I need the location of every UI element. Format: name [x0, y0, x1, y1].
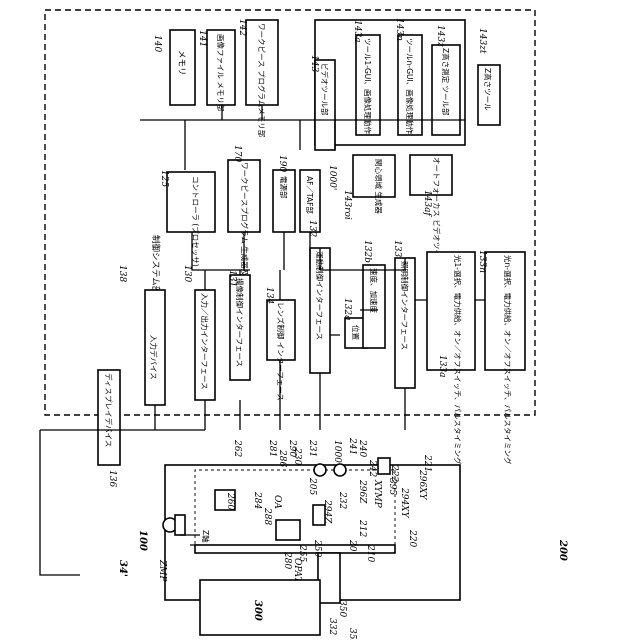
memory-ref: 140 — [152, 35, 162, 52]
ref-262: 262 — [232, 439, 242, 457]
ref-296xy: 296XY — [417, 469, 427, 501]
ref-1000: 1000 — [332, 440, 342, 463]
ref-oa: OA — [272, 495, 282, 509]
roi-box — [353, 155, 395, 197]
display-device-label: ディスプレイデバイス — [104, 373, 114, 447]
imaging-control-label: 撮像制御インターフェース — [235, 278, 245, 367]
ref-220: 220 — [407, 529, 417, 547]
base-body-ref: 300 — [252, 600, 263, 621]
light-source-2-icon — [314, 464, 326, 476]
objective-icon — [313, 505, 325, 525]
ref-288: 288 — [262, 507, 272, 525]
ref-242: 242 — [367, 459, 377, 477]
tooln-ref: 143n — [394, 18, 404, 41]
xy-motor-icon — [378, 458, 390, 474]
ref-355: 355 — [347, 628, 357, 640]
z-height-tool-label: Z高さツール — [483, 68, 493, 111]
z-height-measure-label: Z高さ測定 ツール部 — [441, 48, 451, 116]
ref-296z: 296Z — [357, 479, 367, 504]
stage-plate — [195, 545, 395, 553]
ref-281: 281 — [267, 439, 277, 457]
display-device-ref: 136 — [107, 470, 117, 487]
lightn-label: 光n-選択、電力供給、オン／オフスイッチ、パルスタイミング — [503, 255, 513, 465]
tool1-ref: 143a — [352, 20, 362, 43]
ref-100: 100 — [137, 530, 148, 551]
turret-icon — [276, 520, 300, 540]
light-source-icon — [334, 464, 346, 476]
ref-xymp: XYMP — [372, 479, 382, 509]
roi-label: 関心領域 生成器 — [374, 159, 384, 214]
ref-212: 212 — [357, 519, 367, 537]
input-device-ref: 138 — [117, 265, 127, 282]
ref-294xy: 294XY — [399, 487, 409, 519]
ref-20: 20 — [347, 539, 357, 552]
io-interface-label: 入力／出力インターフェース — [200, 293, 210, 390]
z-height-measure-ref: 143z — [435, 25, 445, 47]
power-ref: 190 — [277, 155, 287, 172]
power-label: 電源部 — [279, 176, 289, 199]
control-system-title: 制御システム部 — [150, 235, 161, 295]
display-line — [40, 430, 205, 575]
ref-240: 240 — [357, 439, 367, 457]
ref-221: 221 — [422, 454, 432, 472]
ref-286: 286 — [277, 449, 287, 467]
speed-ref: 132b — [362, 240, 372, 263]
lighting-control-label: 照明制御インターフェース — [400, 261, 410, 350]
position-ref: 132a — [342, 298, 352, 321]
ref-260: 260 — [225, 492, 235, 510]
position-label: 位置 — [351, 325, 361, 340]
af-taf-label: AF／TAF部 — [305, 176, 315, 214]
z-height-tool-ref: 143zt — [477, 28, 487, 54]
motion-control-ref: 132 — [307, 220, 317, 237]
ref-zmp: ZMP — [157, 559, 167, 582]
ref-222: 222 — [389, 464, 399, 482]
image-file-memory-ref: 141 — [197, 30, 207, 47]
light1-ref: 133a — [437, 355, 447, 378]
image-file-memory-label: 画像ファイル メモリ部 — [216, 34, 226, 112]
light1-label: 光1-選択、電力供給、オン／オフスイッチ、パルスタイミング — [453, 255, 463, 465]
ref-200: 200 — [557, 539, 568, 561]
imaging-control-ref: 131 — [227, 270, 237, 287]
z-axis-arrow — [180, 535, 200, 545]
lighting-control-ref: 133 — [392, 240, 402, 257]
ref-350: 350 — [337, 600, 347, 617]
input-device-label: 入力デバイス — [149, 335, 159, 380]
lens-control-ref: 134 — [264, 287, 274, 304]
autofocus-label: オートフォーカス ビデオツール — [432, 157, 442, 265]
ref-205: 205 — [307, 477, 317, 495]
autofocus-box — [410, 155, 452, 195]
ref-230: 230 — [292, 447, 302, 465]
af-taf-ref: 1000' — [327, 165, 337, 190]
ref-210: 210 — [365, 544, 375, 562]
ref-280: 280 — [282, 551, 292, 569]
lens-control-label: レンズ制御 インターフェース — [276, 302, 286, 401]
wp-program-gen-ref: 170 — [232, 145, 242, 162]
ref-241: 241 — [347, 437, 357, 455]
ref-250: 250 — [312, 539, 322, 557]
ref-231: 231 — [307, 439, 317, 457]
stage-block — [318, 553, 340, 603]
roi-ref: 143roi — [342, 190, 352, 220]
lightn-ref: 133n — [477, 250, 487, 273]
light1-box — [427, 252, 475, 370]
ref-34: 34' — [117, 560, 128, 577]
speed-label: 速度、加速度 — [369, 268, 379, 313]
video-tool-label: ビデオツール部 — [320, 63, 330, 116]
ref-332: 332 — [327, 618, 337, 635]
controller-box — [167, 172, 215, 232]
controller-bus — [192, 232, 310, 270]
ref-232: 232 — [337, 491, 347, 509]
controller-ref: 125 — [159, 170, 169, 187]
autofocus-ref: 143af — [422, 190, 432, 218]
z-axis-label: Z軸 — [201, 530, 211, 543]
workpiece-program-memory-ref: 142 — [237, 19, 247, 36]
memory-label: メモリ — [176, 50, 186, 76]
video-tool-ref: 143 — [309, 55, 319, 72]
io-interface-ref: 130 — [182, 265, 192, 282]
ref-284: 284 — [252, 491, 262, 509]
z-motor-housing — [175, 515, 185, 535]
